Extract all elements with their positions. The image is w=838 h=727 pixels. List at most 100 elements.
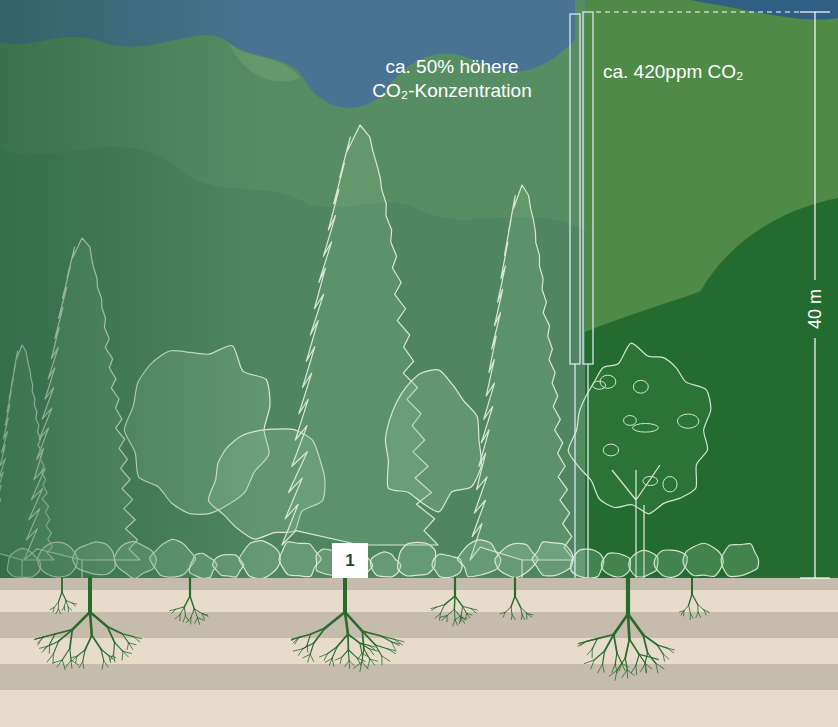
root (622, 670, 627, 677)
root (303, 654, 310, 658)
root (357, 658, 361, 666)
root (77, 650, 85, 656)
root (79, 661, 83, 667)
root (635, 666, 637, 675)
root (303, 645, 308, 650)
root (368, 659, 370, 667)
root (88, 578, 92, 612)
root (512, 615, 515, 620)
root (101, 649, 104, 660)
root (191, 609, 194, 618)
root (307, 645, 308, 652)
root (104, 660, 109, 667)
root (122, 651, 124, 660)
root (362, 662, 368, 669)
root (657, 645, 663, 654)
root (129, 643, 133, 650)
root (628, 614, 629, 639)
root (381, 656, 382, 665)
root (698, 604, 704, 609)
root (447, 609, 454, 615)
root (453, 619, 455, 626)
root (56, 609, 59, 614)
root (514, 578, 516, 596)
root (43, 634, 55, 637)
root (578, 642, 586, 647)
root (463, 606, 467, 613)
root (349, 661, 350, 669)
leaf-gap (643, 476, 658, 485)
root (619, 663, 622, 671)
leaf-gap (663, 477, 677, 492)
root (49, 644, 50, 653)
root (345, 661, 349, 667)
root (170, 609, 176, 611)
root (625, 658, 627, 670)
measuring-tube (583, 12, 593, 364)
root (691, 578, 693, 594)
root (68, 607, 69, 612)
root (597, 634, 613, 638)
shrub-outline (721, 544, 758, 577)
root (335, 657, 342, 660)
root (645, 664, 647, 673)
root (62, 606, 64, 610)
root (586, 639, 598, 642)
root (102, 660, 104, 669)
root (643, 635, 647, 653)
root (526, 613, 527, 619)
measuring-tube (570, 14, 580, 364)
root (202, 614, 204, 620)
shrub-outline (601, 553, 630, 577)
soil-band (0, 612, 838, 638)
co2-reference-label: ca. 420ppm CO₂ (603, 60, 743, 84)
leaf-gap (633, 423, 659, 432)
root (584, 660, 594, 664)
root (522, 615, 524, 620)
root (684, 605, 689, 611)
root (54, 602, 58, 608)
root (612, 664, 615, 672)
root (113, 642, 115, 654)
root (361, 653, 363, 660)
root (50, 607, 54, 609)
root (47, 654, 53, 662)
root (454, 578, 456, 596)
root (299, 634, 310, 637)
root (614, 614, 628, 634)
root (391, 642, 395, 650)
root (194, 609, 197, 618)
root (72, 612, 90, 630)
root (614, 634, 617, 652)
root (603, 664, 605, 672)
root (440, 616, 447, 618)
root (291, 637, 299, 640)
root (299, 634, 310, 637)
soil-band (0, 578, 838, 590)
root (454, 596, 456, 609)
root (320, 654, 328, 657)
root (107, 627, 114, 643)
root (594, 651, 604, 660)
root (388, 649, 396, 654)
root (631, 666, 636, 673)
root (58, 609, 60, 614)
root (511, 615, 513, 620)
root (90, 612, 92, 635)
root (127, 643, 128, 650)
root (53, 660, 62, 663)
root (307, 634, 310, 644)
root (690, 614, 693, 619)
root (370, 659, 375, 665)
shrub-outline (654, 550, 687, 577)
root (176, 607, 185, 609)
leaf-gap (633, 380, 648, 393)
root (59, 592, 62, 602)
tube-line (587, 364, 588, 578)
root (627, 670, 628, 678)
root (70, 648, 71, 660)
root (615, 653, 617, 665)
root (511, 607, 512, 615)
